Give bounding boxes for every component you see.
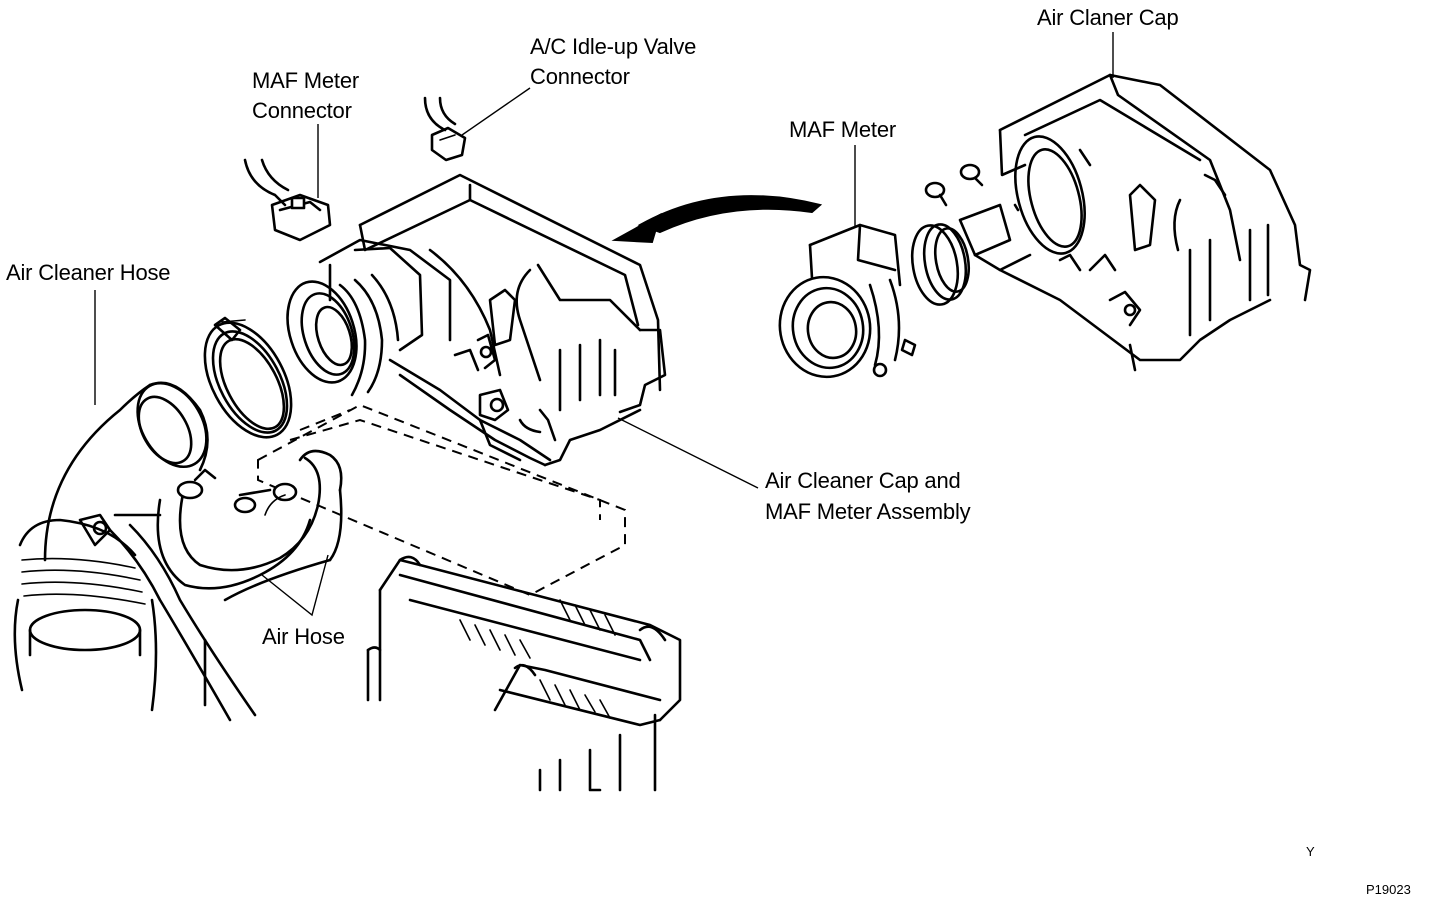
hose-clamp-part [203,316,293,439]
label-maf-meter: MAF Meter [789,117,896,142]
center-assembly-part [286,173,667,467]
filter-element-outline [257,403,626,597]
label-air-hose: Air Hose [262,624,345,649]
label-air-cleaner-hose: Air Cleaner Hose [6,260,171,285]
label-assembly-line1: Air Cleaner Cap and [765,468,961,493]
filter-tray [366,555,682,792]
figure-code: P19023 [1366,882,1411,897]
corner-y-mark: Y [1306,844,1315,859]
assembly-arrow-icon [611,195,823,244]
maf-connector-part [243,158,332,242]
label-air-claner-cap: Air Claner Cap [1037,5,1179,30]
leader-lines [94,32,1114,617]
air-hose-part [108,449,343,722]
air-cleaner-hose-part [13,381,209,712]
maf-meter-part [778,223,971,379]
label-assembly-line2: MAF Meter Assembly [765,499,971,524]
label-maf-connector-line2: Connector [252,98,352,123]
ac-idle-connector-part [423,96,467,162]
label-ac-idle-valve-line2: Connector [530,64,630,89]
air-claner-cap-part [958,73,1312,372]
label-maf-connector-line1: MAF Meter [252,68,359,93]
label-ac-idle-valve-line1: A/C Idle-up Valve [530,34,697,59]
bolt-icon [924,163,984,207]
